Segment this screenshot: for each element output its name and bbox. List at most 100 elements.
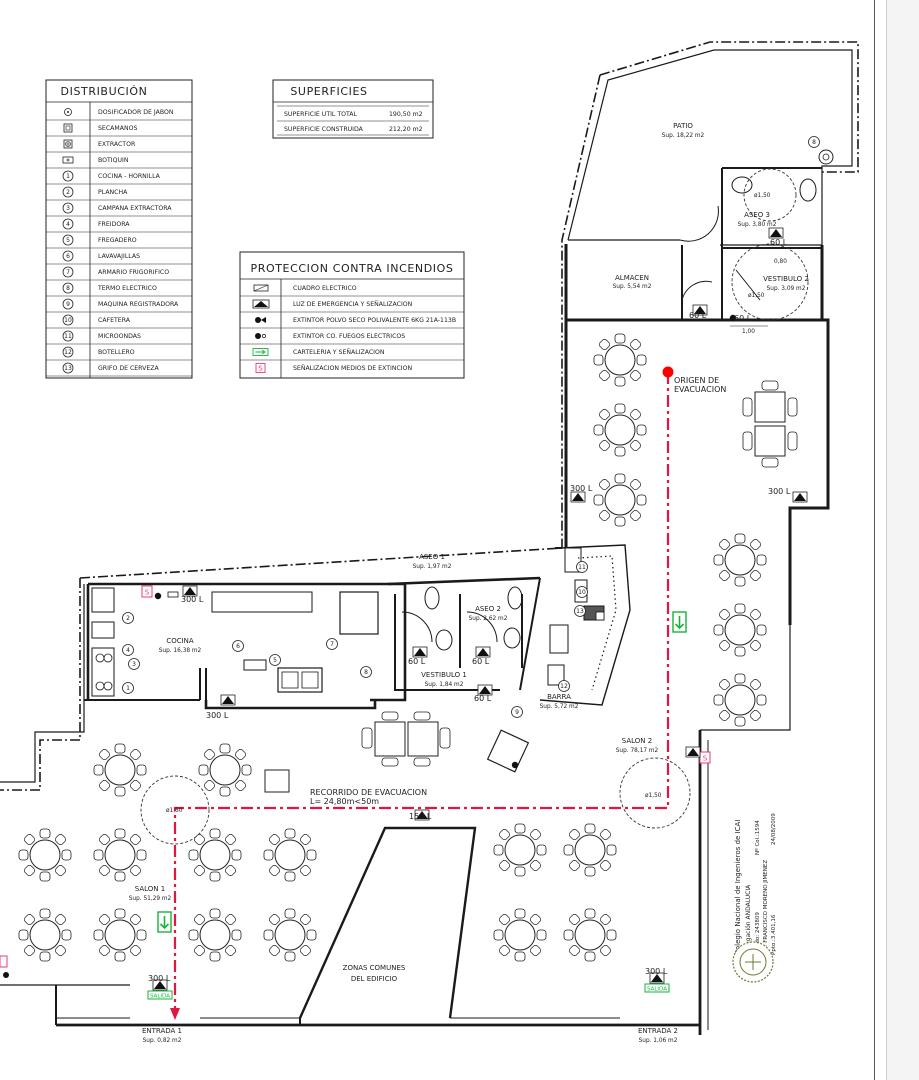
svg-text:8: 8 xyxy=(66,285,70,292)
dim-300l-entrada1: 300 L xyxy=(148,974,171,983)
route-label-2: L= 24,80m<50m xyxy=(310,797,379,806)
pink-s-sign-left xyxy=(0,955,8,968)
legend-symbol-11: 11 xyxy=(62,330,74,342)
stamp-line-3: Visado: 243809 xyxy=(755,912,761,955)
pink-s-sign-salon2: S xyxy=(699,751,711,764)
legend-distribucion: DISTRIBUCIÓN DOSIFICADOR DE JABONSECAMAN… xyxy=(45,79,193,379)
origin-label-2: EVACUACION xyxy=(674,385,726,394)
legend-distribucion-label: EXTRACTOR xyxy=(98,141,136,148)
superficie-construida-label: SUPERFICIE CONSTRUIDA xyxy=(284,126,364,133)
legend-distribucion-label: BOTELLERO xyxy=(98,349,135,356)
room-vestibulo1-name: VESTIBULO 1 xyxy=(421,671,467,679)
salida-label-1: SALIDA xyxy=(150,994,170,1000)
equipment-marker-1: 1 xyxy=(122,682,134,694)
turning-circles xyxy=(140,168,809,845)
svg-text:7: 7 xyxy=(330,641,334,648)
room-aseo2-name: ASEO 2 xyxy=(475,605,501,613)
legend-symbol-emergency-light xyxy=(252,299,270,309)
legend-symbol-panel xyxy=(253,284,269,292)
legend-symbol-dot-circle xyxy=(64,108,72,116)
superficie-construida-value: 212,20 m2 xyxy=(389,126,423,133)
room-entrada1-area: Sup. 0,82 m2 xyxy=(143,1038,182,1044)
kitchen-equipment xyxy=(91,587,379,697)
legend-symbol-12: 12 xyxy=(62,346,74,358)
legend-distribucion-label: MAQUINA REGISTRADORA xyxy=(98,301,179,308)
viewer-scroll-edge[interactable] xyxy=(886,0,919,1080)
origin-label-1: ORIGEN DE xyxy=(674,376,719,385)
room-barra-area: Sup. 5,72 m2 xyxy=(540,704,579,710)
legend-distribucion-label: FREGADERO xyxy=(98,237,137,244)
legend-symbol-13: 13 xyxy=(62,362,74,374)
legend-distribucion-label: BOTIQUIN xyxy=(98,157,129,164)
stamp-line-7: 24/08/2009 xyxy=(771,813,777,845)
svg-text:6: 6 xyxy=(236,643,240,650)
svg-text:10: 10 xyxy=(64,317,72,324)
dim-diam-salon1: ø1,50 xyxy=(166,808,183,814)
legend-incendios-title: PROTECCION CONTRA INCENDIOS xyxy=(251,262,454,275)
legend-symbol-8: 8 xyxy=(62,282,74,294)
room-comunes-sub: DEL EDIFICIO xyxy=(351,975,398,983)
room-cocina-area: Sup. 16,38 m2 xyxy=(159,648,202,654)
dim-300l-entrada2: 300 L xyxy=(645,967,668,976)
equipment-marker-10: 10 xyxy=(576,586,588,598)
stamp-line-2: Delegación ANDALUCIA xyxy=(745,884,752,955)
room-cocina-name: COCINA xyxy=(166,637,194,645)
dim-60l-aseo2: 60 L xyxy=(472,657,490,666)
stamp-line-6: Nº Col.:1594 xyxy=(754,820,761,855)
icai-seal-icon xyxy=(732,941,774,983)
dim-60l-barra: 60 L xyxy=(474,694,492,703)
legend-distribucion-label: COCINA - HORNILLA xyxy=(98,173,161,180)
svg-text:2: 2 xyxy=(126,615,130,622)
equipment-marker-11: 11 xyxy=(576,561,588,573)
legend-distribucion-label: GRIFO DE CERVEZA xyxy=(98,365,160,372)
room-vestibulo1-area: Sup. 1,84 m2 xyxy=(425,682,464,688)
termo-electrico-patio xyxy=(818,149,834,165)
legend-superficies-title: SUPERFICIES xyxy=(290,85,367,98)
svg-text:9: 9 xyxy=(66,301,70,308)
room-aseo1-name: ASEO 1 xyxy=(419,553,445,561)
stamp-line-5: Ppto.:3.401,16 xyxy=(771,914,777,955)
room-labels: PATIO Sup. 18,22 m2 ASEO 3 Sup. 3,80 m2 … xyxy=(129,122,809,1044)
room-almacen-area: Sup. 5,54 m2 xyxy=(613,284,652,290)
legend-incendios-label: CUADRO ELECTRICO xyxy=(293,285,357,292)
dim-width-080: 0,80 xyxy=(774,259,787,265)
legend-symbol-7: 7 xyxy=(62,266,74,278)
dim-60l-vest1: 60 L xyxy=(408,657,426,666)
evacuation-origin-point xyxy=(662,366,674,378)
legend-distribucion-label: FREIDORA xyxy=(98,221,130,228)
square-table-group-center xyxy=(361,711,451,767)
legend-incendios: PROTECCION CONTRA INCENDIOS CUADRO ELECT… xyxy=(239,251,465,379)
legend-distribucion-label: PLANCHA xyxy=(98,189,128,196)
svg-text:6: 6 xyxy=(66,253,70,260)
superficie-util-label: SUPERFICIE UTIL TOTAL xyxy=(284,111,358,118)
dim-width-100: 1,00 xyxy=(742,329,755,335)
dim-diam-salon2: ø1,50 xyxy=(645,793,662,799)
svg-text:13: 13 xyxy=(576,608,584,615)
svg-text:8: 8 xyxy=(364,669,368,676)
room-salon2-name: SALON 2 xyxy=(622,737,652,745)
square-table-group-right xyxy=(742,380,798,468)
svg-text:9: 9 xyxy=(515,709,519,716)
dim-300l-cocina-low: 300 L xyxy=(206,711,229,720)
room-vestibulo2-name: VESTIBULO 2 xyxy=(763,275,809,283)
sheet-border-line xyxy=(874,0,875,1080)
equipment-marker-7: 7 xyxy=(326,638,338,650)
legend-symbol-2: 2 xyxy=(62,186,74,198)
legend-distribucion-title: DISTRIBUCIÓN xyxy=(61,85,148,98)
legend-symbol-1: 1 xyxy=(62,170,74,182)
dimension-labels: 300 L 300 L 60 L 60 L 60 L 300 L 300 L 6… xyxy=(148,193,791,983)
legend-incendios-label: SEÑALIZACION MEDIOS DE EXTINCION xyxy=(293,363,412,372)
svg-text:8: 8 xyxy=(812,139,816,146)
room-almacen-name: ALMACEN xyxy=(615,274,649,282)
room-salon2-area: Sup. 78,17 m2 xyxy=(616,748,659,754)
equipment-marker-8: 8 xyxy=(360,666,372,678)
icai-stamp: Colegio Nacional de Ingenieros de ICAI D… xyxy=(734,813,777,955)
column-pillar xyxy=(264,769,290,793)
stamp-line-1: Colegio Nacional de Ingenieros de ICAI xyxy=(734,820,742,955)
room-aseo3-area: Sup. 3,80 m2 xyxy=(738,222,777,228)
evacuation-exit-arrow xyxy=(170,1008,180,1020)
salida-sign-2: SALIDA xyxy=(644,983,670,993)
legend-distribucion-label: ARMARIO FRIGORIFICO xyxy=(98,269,169,276)
tables xyxy=(18,333,798,962)
legend-superficies: SUPERFICIES SUPERFICIE UTIL TOTAL 190,50… xyxy=(272,79,434,139)
